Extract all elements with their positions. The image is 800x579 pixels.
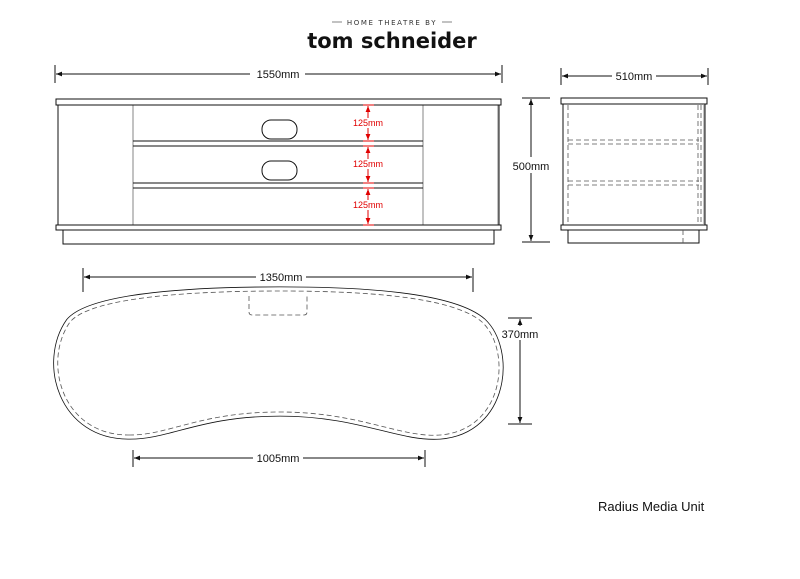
- top-width-label: 1350mm: [260, 272, 303, 284]
- top-board: [55, 98, 502, 106]
- brand-name: tom schneider: [307, 29, 477, 53]
- top-depth-label: 370mm: [502, 329, 539, 341]
- shelf-gap-dimensions: 125mm 125mm 125mm: [353, 104, 383, 226]
- shelf-gap-label: 125mm: [353, 200, 383, 210]
- top-view: 1350mm 370mm 1005mm: [53, 268, 539, 467]
- shelf-gap-label: 125mm: [353, 118, 383, 128]
- front-height-label: 500mm: [513, 161, 550, 173]
- brand-tagline: HOME THEATRE BY: [347, 19, 437, 27]
- side-view: 510mm: [560, 68, 709, 244]
- drawing-caption: Radius Media Unit: [598, 499, 705, 514]
- plinth: [62, 229, 495, 245]
- side-depth-label: 510mm: [616, 71, 653, 83]
- brand-logo: HOME THEATRE BY tom schneider: [307, 19, 477, 53]
- cable-hole: [261, 160, 298, 181]
- bottom-board: [55, 224, 502, 231]
- cable-cutout: [248, 296, 308, 316]
- shelf-gap-label: 125mm: [353, 159, 383, 169]
- top-inner-width-label: 1005mm: [257, 453, 300, 465]
- front-view: 1550mm 125mm 125mm 125mm: [54, 65, 550, 245]
- cable-hole: [261, 119, 298, 140]
- front-width-label: 1550mm: [257, 69, 300, 81]
